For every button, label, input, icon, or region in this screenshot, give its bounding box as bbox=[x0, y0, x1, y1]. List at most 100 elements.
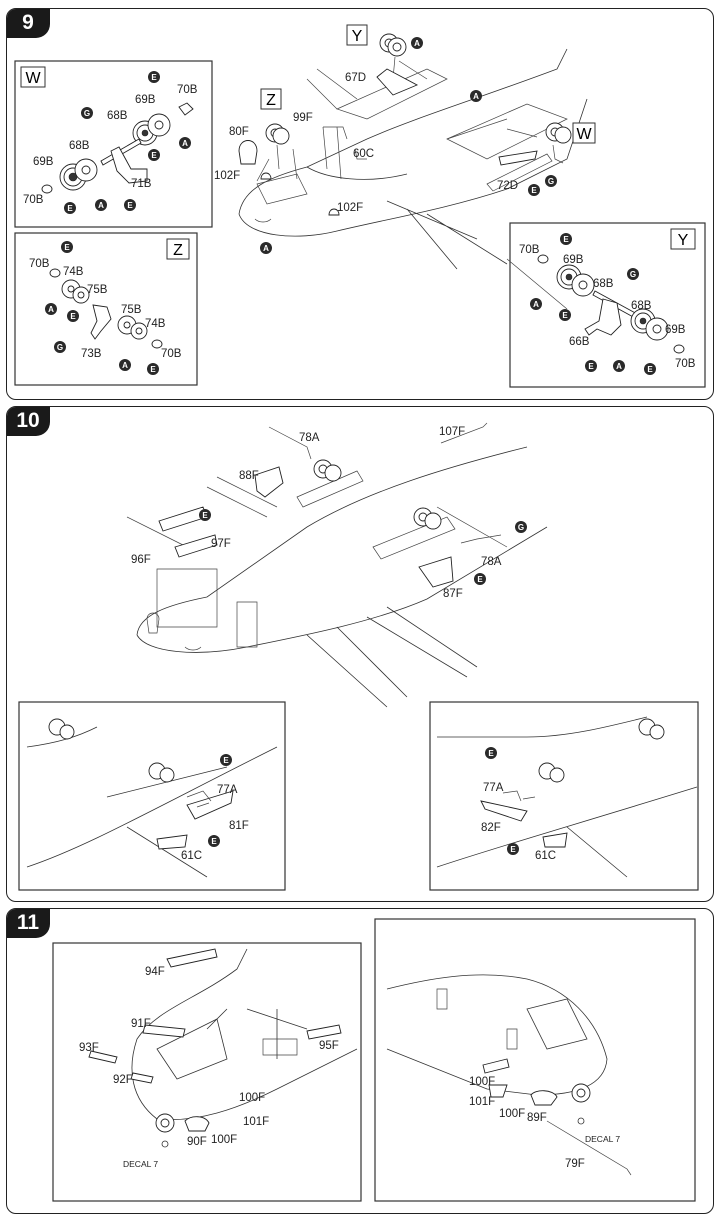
svg-text:69B: 69B bbox=[33, 156, 54, 168]
svg-text:A: A bbox=[533, 300, 539, 309]
svg-text:70B: 70B bbox=[519, 244, 540, 256]
part-102f-left bbox=[260, 172, 272, 180]
svg-text:Y: Y bbox=[352, 28, 363, 45]
part-67d bbox=[376, 68, 419, 96]
right-nose-drawing bbox=[386, 974, 632, 1176]
svg-text:E: E bbox=[151, 151, 157, 160]
part-97f bbox=[174, 534, 218, 558]
step-11-panel: 11 bbox=[6, 908, 714, 1214]
svg-text:70B: 70B bbox=[177, 84, 198, 96]
svg-text:97F: 97F bbox=[211, 538, 231, 550]
svg-text:100F: 100F bbox=[499, 1108, 525, 1120]
svg-text:E: E bbox=[70, 312, 76, 321]
svg-text:101F: 101F bbox=[243, 1116, 269, 1128]
svg-text:89F: 89F bbox=[527, 1112, 547, 1124]
svg-text:A: A bbox=[48, 305, 54, 314]
part-99f bbox=[322, 126, 348, 180]
svg-text:69B: 69B bbox=[563, 254, 584, 266]
callout-markers-step-10: E G E E E E E bbox=[199, 509, 527, 855]
svg-text:W: W bbox=[576, 126, 592, 143]
svg-text:E: E bbox=[67, 204, 73, 213]
subview-y-assembly bbox=[537, 254, 685, 354]
detail-box-left bbox=[18, 701, 286, 891]
part-72d bbox=[498, 150, 538, 166]
svg-text:69B: 69B bbox=[135, 94, 156, 106]
part-60c bbox=[354, 148, 367, 160]
step-11-drawing: 94F 91F 95F 93F 92F 100F 101F 100F 90F 1… bbox=[52, 918, 696, 1202]
fuselage-outline bbox=[238, 48, 588, 310]
svg-text:A: A bbox=[473, 92, 479, 101]
svg-text:G: G bbox=[57, 343, 63, 352]
svg-text:91F: 91F bbox=[131, 1018, 151, 1030]
svg-text:95F: 95F bbox=[319, 1040, 339, 1052]
svg-text:93F: 93F bbox=[79, 1042, 99, 1054]
step-number-badge: 11 bbox=[7, 909, 50, 938]
main-tag-y: Y bbox=[346, 24, 368, 46]
svg-text:70B: 70B bbox=[23, 194, 44, 206]
main-tag-z: Z bbox=[260, 88, 282, 110]
step-number-badge: 9 bbox=[7, 9, 50, 38]
step-11-labels: 94F 91F 95F 93F 92F 100F 101F 100F 90F 1… bbox=[79, 966, 620, 1170]
svg-text:70B: 70B bbox=[161, 348, 182, 360]
svg-text:100F: 100F bbox=[239, 1092, 265, 1104]
svg-text:G: G bbox=[548, 177, 554, 186]
part-107f bbox=[440, 422, 488, 444]
svg-text:DECAL 7: DECAL 7 bbox=[123, 1159, 158, 1169]
step-10-panel: 10 bbox=[6, 406, 714, 902]
left-nose-drawing bbox=[88, 948, 358, 1148]
svg-text:E: E bbox=[488, 749, 494, 758]
rotor-hub-left bbox=[256, 123, 298, 182]
step-10-labels: 78A 107F 88F 96F 97F 78A 87F 77A 81F 61C… bbox=[131, 426, 556, 862]
subview-y-tag: Y bbox=[670, 228, 696, 250]
svg-text:DECAL 7: DECAL 7 bbox=[585, 1134, 620, 1144]
part-78a-top bbox=[268, 426, 312, 460]
detail-box-right bbox=[429, 701, 699, 891]
svg-text:E: E bbox=[127, 201, 133, 210]
svg-text:E: E bbox=[64, 243, 70, 252]
svg-text:68B: 68B bbox=[69, 140, 90, 152]
subview-z-tag: Z bbox=[166, 238, 190, 260]
svg-text:69B: 69B bbox=[665, 324, 686, 336]
svg-text:Z: Z bbox=[266, 92, 276, 109]
svg-text:A: A bbox=[98, 201, 104, 210]
svg-text:E: E bbox=[562, 311, 568, 320]
svg-text:73B: 73B bbox=[81, 348, 102, 360]
step-10-drawing: 78A 107F 88F 96F 97F 78A 87F 77A 81F 61C… bbox=[18, 422, 699, 891]
svg-text:A: A bbox=[122, 361, 128, 370]
svg-text:75B: 75B bbox=[121, 304, 142, 316]
svg-text:80F: 80F bbox=[229, 126, 249, 138]
svg-text:68B: 68B bbox=[593, 278, 614, 290]
svg-text:70B: 70B bbox=[675, 358, 696, 370]
svg-text:E: E bbox=[211, 837, 217, 846]
svg-text:Y: Y bbox=[678, 232, 689, 249]
svg-text:A: A bbox=[263, 244, 269, 253]
svg-text:G: G bbox=[84, 109, 90, 118]
subview-y-box bbox=[509, 222, 706, 388]
step-number-badge: 10 bbox=[7, 407, 50, 436]
svg-text:72D: 72D bbox=[497, 180, 518, 192]
detail-box-right bbox=[374, 918, 696, 1202]
svg-text:A: A bbox=[182, 139, 188, 148]
svg-text:90F: 90F bbox=[187, 1136, 207, 1148]
svg-text:92F: 92F bbox=[113, 1074, 133, 1086]
detail-box-left bbox=[52, 942, 362, 1202]
fuselage-outline bbox=[126, 446, 548, 708]
svg-text:Z: Z bbox=[173, 242, 183, 259]
step-9-labels: 67D 80F 99F 60C 102F 102F 72D 70B 69B 68… bbox=[23, 72, 696, 370]
detail-left-drawing bbox=[26, 718, 278, 878]
svg-text:77A: 77A bbox=[483, 782, 504, 794]
svg-text:E: E bbox=[202, 511, 208, 520]
svg-text:96F: 96F bbox=[131, 554, 151, 566]
svg-text:A: A bbox=[414, 39, 420, 48]
part-80f bbox=[238, 140, 258, 165]
svg-text:E: E bbox=[647, 365, 653, 374]
svg-text:77A: 77A bbox=[217, 784, 238, 796]
subview-z-assembly bbox=[49, 268, 163, 349]
rotor-hub-right bbox=[506, 122, 572, 164]
svg-text:75B: 75B bbox=[87, 284, 108, 296]
rotor-hub-front bbox=[379, 33, 428, 80]
svg-text:68B: 68B bbox=[107, 110, 128, 122]
svg-text:78A: 78A bbox=[481, 556, 502, 568]
step-9-drawing: W Z Y bbox=[14, 24, 706, 388]
svg-text:88F: 88F bbox=[239, 470, 259, 482]
